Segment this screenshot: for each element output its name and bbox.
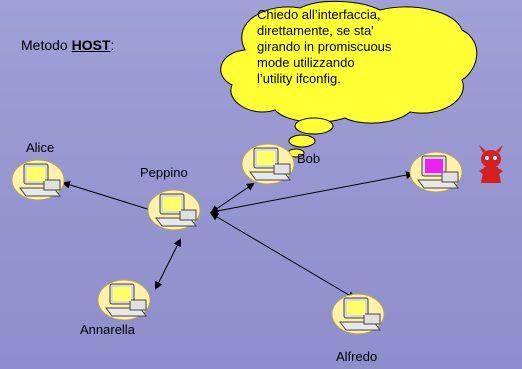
callout-line: direttamente, se sta' bbox=[257, 23, 374, 38]
computer-icon bbox=[331, 293, 385, 335]
link-peppino-annarella bbox=[155, 238, 181, 290]
title-prefix: Metodo bbox=[21, 37, 72, 53]
callout-line: l’utility ifconfig. bbox=[257, 71, 341, 86]
slide-title: Metodo HOST: bbox=[21, 37, 114, 53]
node-label-peppino: Peppino bbox=[140, 165, 188, 180]
link-peppino-sniffer bbox=[210, 171, 414, 215]
node-label-alfredo: Alfredo bbox=[336, 349, 378, 364]
title-method: HOST bbox=[71, 37, 111, 53]
link-peppino-alice bbox=[62, 180, 159, 215]
connections bbox=[62, 171, 414, 300]
callout-line: Chiedo all’interfaccia, bbox=[257, 7, 381, 22]
computer-icon bbox=[409, 151, 463, 193]
computer-icon bbox=[147, 189, 201, 231]
node-label-annarella: Annarella bbox=[80, 322, 135, 337]
callout-line: girando in promiscuous bbox=[257, 39, 392, 54]
callout-text: Chiedo all’interfaccia, direttamente, se… bbox=[257, 7, 467, 87]
node-label-bob: Bob bbox=[297, 151, 321, 166]
node-label-alice: Alice bbox=[26, 140, 55, 155]
computer-icon bbox=[11, 159, 65, 201]
thought-callout bbox=[220, 1, 478, 158]
link-peppino-alfredo bbox=[210, 212, 356, 300]
title-suffix: : bbox=[110, 37, 115, 53]
daemon-icon bbox=[479, 145, 503, 183]
callout-line: mode utilizzando bbox=[257, 55, 355, 70]
computer-icon bbox=[241, 143, 295, 185]
computer-icon bbox=[97, 279, 151, 321]
